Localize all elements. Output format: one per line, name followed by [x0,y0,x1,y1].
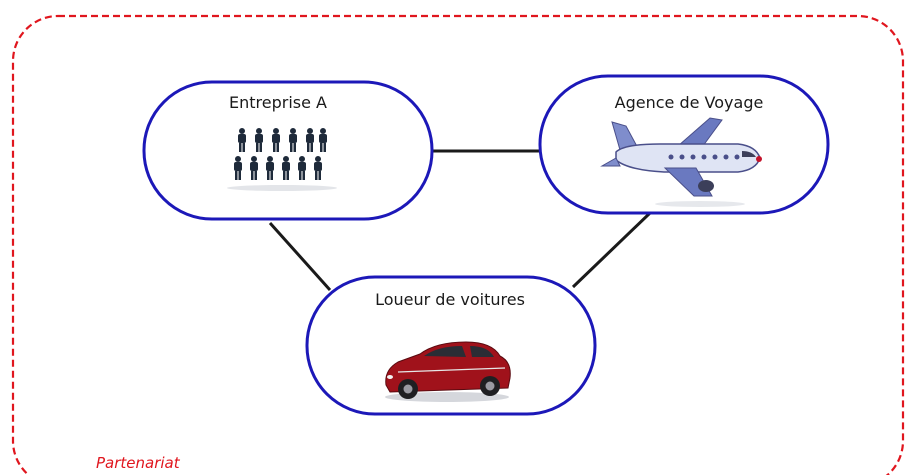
people-group-icon [227,128,337,191]
car-icon [385,341,511,402]
node-loueur-label: Loueur de voitures [375,290,525,309]
airplane-icon [600,117,762,207]
partnership-boundary [11,14,905,475]
partnership-label: Partenariat [96,454,181,472]
node-agence[interactable]: Agence de Voyage [538,74,830,215]
edge-entreprise-loueur [268,221,332,292]
node-entreprise-label: Entreprise A [229,93,327,112]
node-agence-label: Agence de Voyage [615,93,764,112]
edge-agence-loueur [571,211,652,289]
node-entreprise[interactable]: Entreprise A [142,80,434,221]
node-loueur[interactable]: Loueur de voitures [305,275,597,416]
